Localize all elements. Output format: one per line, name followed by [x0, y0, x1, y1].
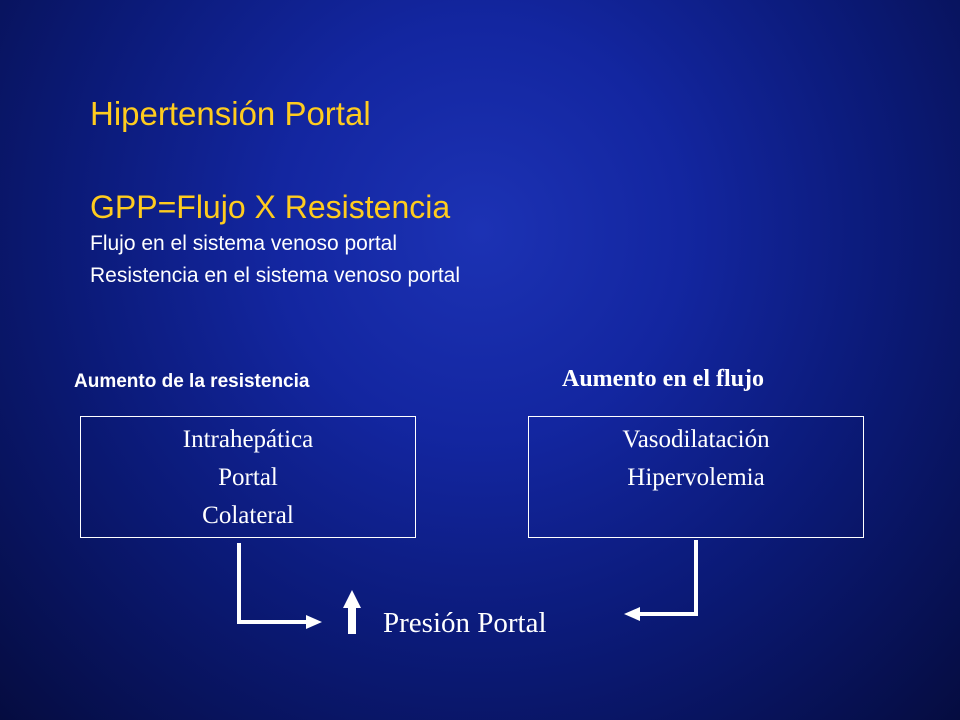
- formula-line-resistencia: Resistencia en el sistema venoso portal: [90, 264, 461, 287]
- formula-line-flujo: Flujo en el sistema venoso portal: [90, 232, 397, 255]
- arrow-right-icon: [237, 543, 322, 629]
- arrow-up-icon: [343, 590, 361, 634]
- resistance-item: Colateral: [202, 502, 294, 529]
- resistance-label: Aumento de la resistencia: [74, 371, 310, 392]
- flow-item: Vasodilatación: [622, 426, 770, 453]
- resistance-item: Portal: [218, 464, 278, 491]
- resistance-box: Intrahepática Portal Colateral: [80, 416, 416, 538]
- portal-pressure-label: Presión Portal: [383, 607, 547, 639]
- flow-label: Aumento en el flujo: [562, 366, 764, 392]
- flow-box: Vasodilatación Hipervolemia: [528, 416, 864, 538]
- resistance-item: Intrahepática: [182, 426, 314, 453]
- flow-item: Hipervolemia: [627, 464, 765, 491]
- slide-title: Hipertensión Portal: [90, 95, 371, 132]
- formula-heading: GPP=Flujo X Resistencia: [90, 189, 451, 225]
- arrow-left-icon: [624, 540, 698, 621]
